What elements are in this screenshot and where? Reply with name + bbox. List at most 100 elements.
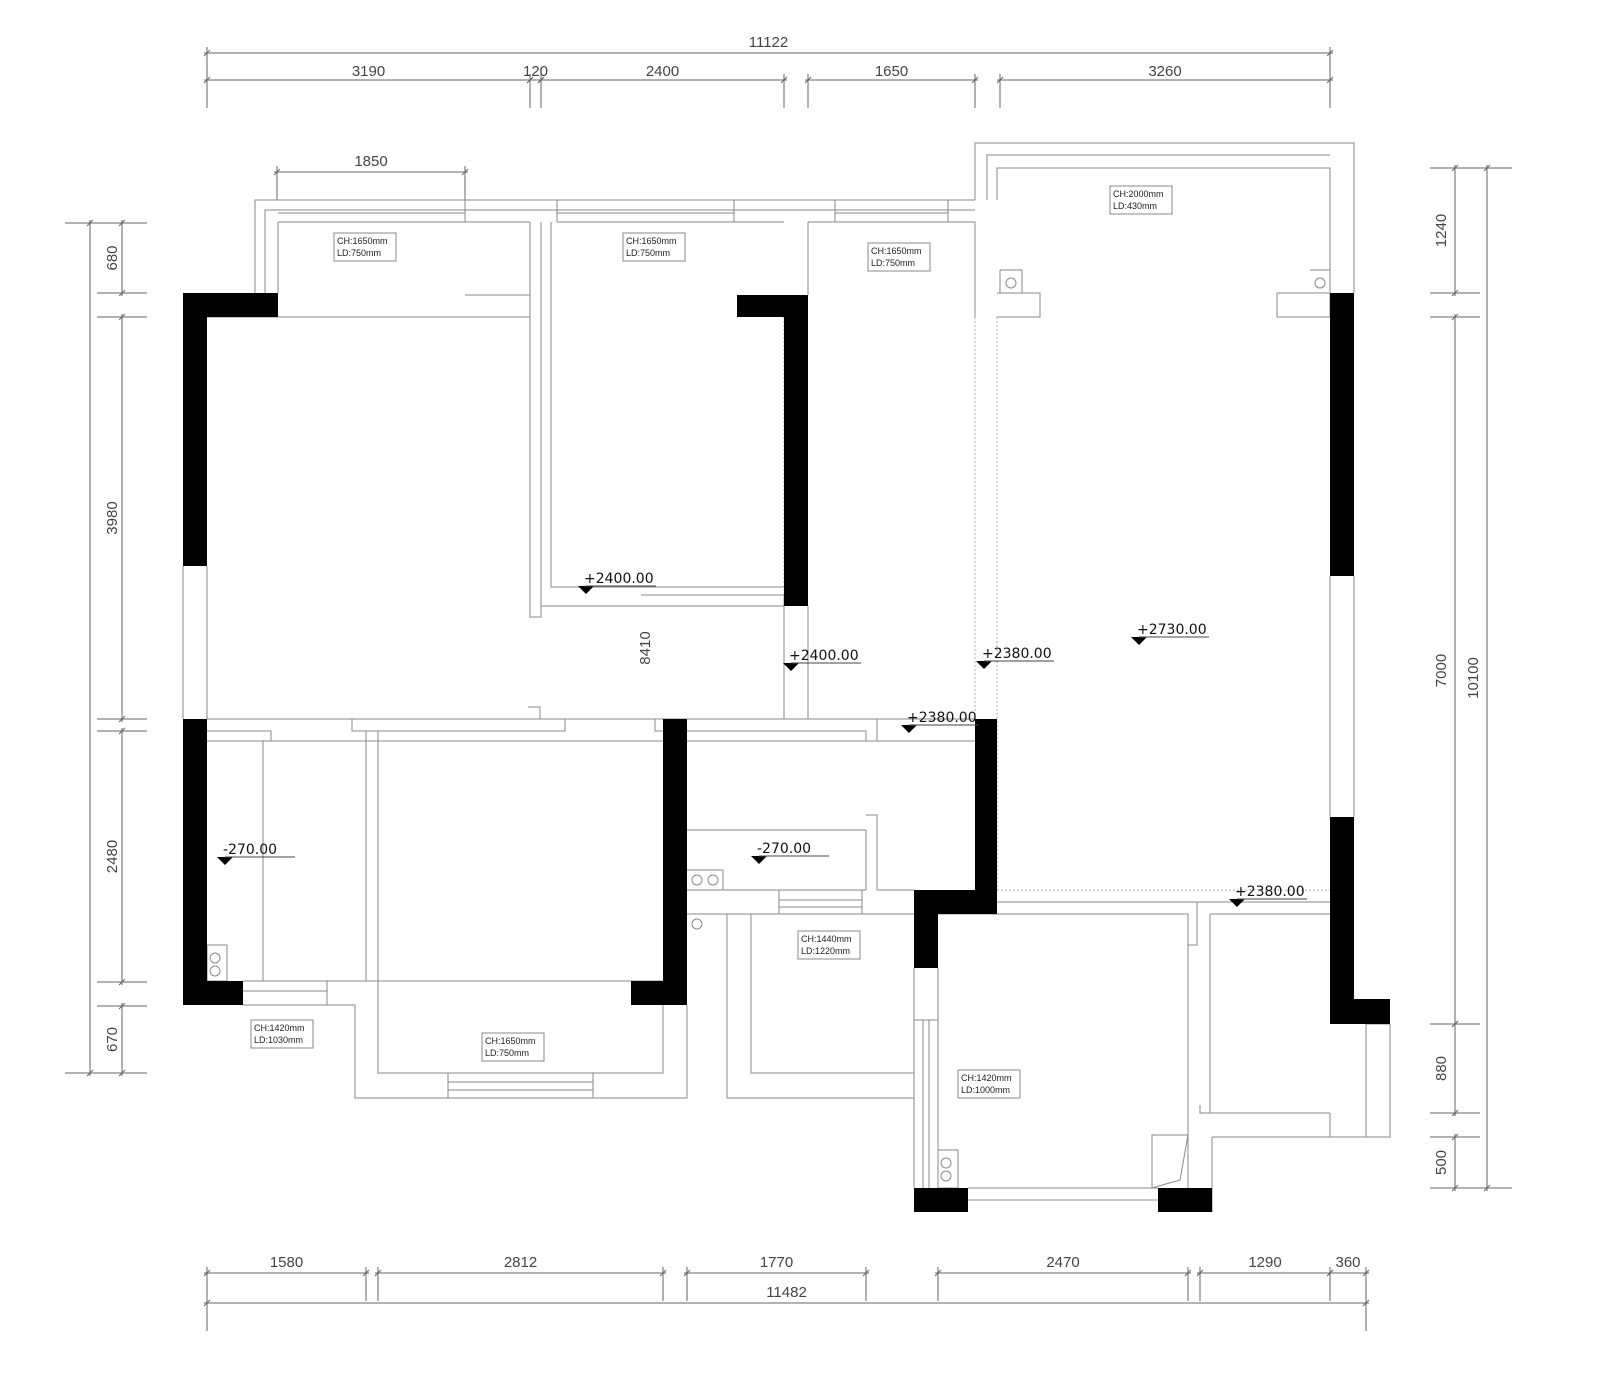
dimension-label: 500 bbox=[1433, 1150, 1450, 1175]
dimension: 11482 bbox=[203, 1284, 1370, 1331]
dimension-label: 120 bbox=[523, 63, 548, 80]
elevation-label: -270.00 bbox=[757, 841, 811, 857]
structural-walls bbox=[183, 293, 1390, 1212]
level-triangle-icon bbox=[901, 725, 917, 733]
level-triangle-icon bbox=[578, 586, 594, 594]
level-triangle-icon bbox=[217, 857, 233, 865]
dimension-label: 1770 bbox=[760, 1254, 793, 1271]
dimension-label: 11482 bbox=[766, 1284, 807, 1301]
elevation-label: +2380.00 bbox=[1235, 884, 1305, 900]
dimension: 1240 bbox=[1430, 164, 1480, 297]
level-triangle-icon bbox=[1229, 899, 1245, 907]
dimension-label: 680 bbox=[104, 245, 121, 270]
ceiling-height: CH:1420mm bbox=[254, 1023, 305, 1033]
dimension-label: 1650 bbox=[875, 63, 908, 80]
dimension: 880 bbox=[1430, 1020, 1480, 1117]
dimension-label: 3190 bbox=[352, 63, 385, 80]
dimension: 8410 bbox=[65, 219, 654, 1077]
dimension-label: 360 bbox=[1335, 1254, 1360, 1271]
dimension-label: 2812 bbox=[504, 1254, 537, 1271]
level-triangle-icon bbox=[976, 661, 992, 669]
dimension: 500 bbox=[1430, 1133, 1480, 1192]
elevation-label: +2400.00 bbox=[584, 571, 654, 587]
dimension: 1770 bbox=[683, 1254, 870, 1301]
dimension-label: 10100 bbox=[1465, 657, 1482, 699]
dimension: 2480 bbox=[97, 727, 147, 986]
level-triangle-icon bbox=[1131, 637, 1147, 645]
elevation-marker: +2400.00 bbox=[783, 648, 861, 671]
elevation-label: +2380.00 bbox=[982, 646, 1052, 662]
dimension-label: 1290 bbox=[1248, 1254, 1281, 1271]
level-triangle-icon bbox=[783, 663, 799, 671]
dimension: 2812 bbox=[374, 1254, 667, 1301]
ledge-depth: LD:1220mm bbox=[801, 946, 850, 956]
elevation-marker: +2380.00 bbox=[901, 710, 979, 733]
dimension-label: 3260 bbox=[1148, 63, 1181, 80]
ceiling-height: CH:1650mm bbox=[337, 236, 388, 246]
dimension-label: 11122 bbox=[749, 34, 789, 51]
dimension: 2400 bbox=[537, 63, 788, 108]
dimension: 10100 bbox=[1462, 164, 1512, 1192]
ceiling-height: CH:1440mm bbox=[801, 934, 852, 944]
ledge-depth: LD:750mm bbox=[626, 248, 670, 258]
dimension-lines: 11122 3190 120 2400 1650 3260 1850 8410 680 3980 2… bbox=[65, 34, 1512, 1331]
dimension: 11122 bbox=[203, 34, 1334, 81]
elevation-marker: +2730.00 bbox=[1131, 622, 1209, 645]
elevation-marker: -270.00 bbox=[751, 841, 829, 864]
elevation-label: -270.00 bbox=[223, 842, 277, 858]
elevation-label: +2380.00 bbox=[907, 710, 977, 726]
dimension-label: 8410 bbox=[637, 631, 654, 664]
elevation-marker: -270.00 bbox=[217, 842, 295, 865]
ceiling-height: CH:1650mm bbox=[871, 246, 922, 256]
ledge-depth: LD:750mm bbox=[337, 248, 381, 258]
dimension-label: 7000 bbox=[1433, 654, 1450, 687]
elevation-label: +2400.00 bbox=[789, 648, 859, 664]
dimension: 1650 bbox=[804, 63, 979, 108]
elevation-marker: +2400.00 bbox=[578, 571, 656, 594]
ceiling-height: CH:1650mm bbox=[485, 1036, 536, 1046]
ledge-depth: LD:750mm bbox=[485, 1048, 529, 1058]
dimension-label: 880 bbox=[1433, 1056, 1450, 1081]
ledge-depth: LD:1030mm bbox=[254, 1035, 303, 1045]
ceiling-height: CH:1650mm bbox=[626, 236, 677, 246]
dimension: 680 bbox=[97, 219, 147, 297]
dimension: 3190 bbox=[203, 63, 534, 108]
dimension-label: 1850 bbox=[354, 153, 387, 170]
elevation-marker: +2380.00 bbox=[1229, 884, 1307, 907]
elevation-markers: +2400.00 +2400.00 +2380.00 +2380.00 +2730.00… bbox=[217, 571, 1307, 907]
dimension: 2470 bbox=[934, 1254, 1192, 1301]
dimension: 670 bbox=[97, 1002, 147, 1077]
dimension: 120 bbox=[523, 63, 548, 108]
ceiling-height: CH:1420mm bbox=[961, 1073, 1012, 1083]
ledge-depth: LD:430mm bbox=[1113, 201, 1157, 211]
dimension: 3260 bbox=[996, 63, 1334, 108]
dimension-label: 670 bbox=[104, 1027, 121, 1052]
dimension: 3980 bbox=[97, 313, 147, 723]
ledge-depth: LD:1000mm bbox=[961, 1085, 1010, 1095]
dimension-label: 3980 bbox=[104, 501, 121, 534]
ceiling-height: CH:2000mm bbox=[1113, 189, 1164, 199]
dimension-label: 1580 bbox=[270, 1254, 303, 1271]
dimension: 1290 bbox=[1196, 1254, 1334, 1301]
dimension: 1580 bbox=[203, 1254, 370, 1301]
elevation-marker: +2380.00 bbox=[976, 646, 1054, 669]
dimension: 360 bbox=[1326, 1254, 1370, 1301]
dimension-label: 2480 bbox=[104, 840, 121, 873]
dimension-label: 2470 bbox=[1046, 1254, 1079, 1271]
dimension: 1850 bbox=[273, 153, 469, 200]
ledge-depth: LD:750mm bbox=[871, 258, 915, 268]
level-triangle-icon bbox=[751, 856, 767, 864]
elevation-label: +2730.00 bbox=[1137, 622, 1207, 638]
dimension-label: 1240 bbox=[1433, 214, 1450, 247]
dimension-label: 2400 bbox=[646, 63, 679, 80]
